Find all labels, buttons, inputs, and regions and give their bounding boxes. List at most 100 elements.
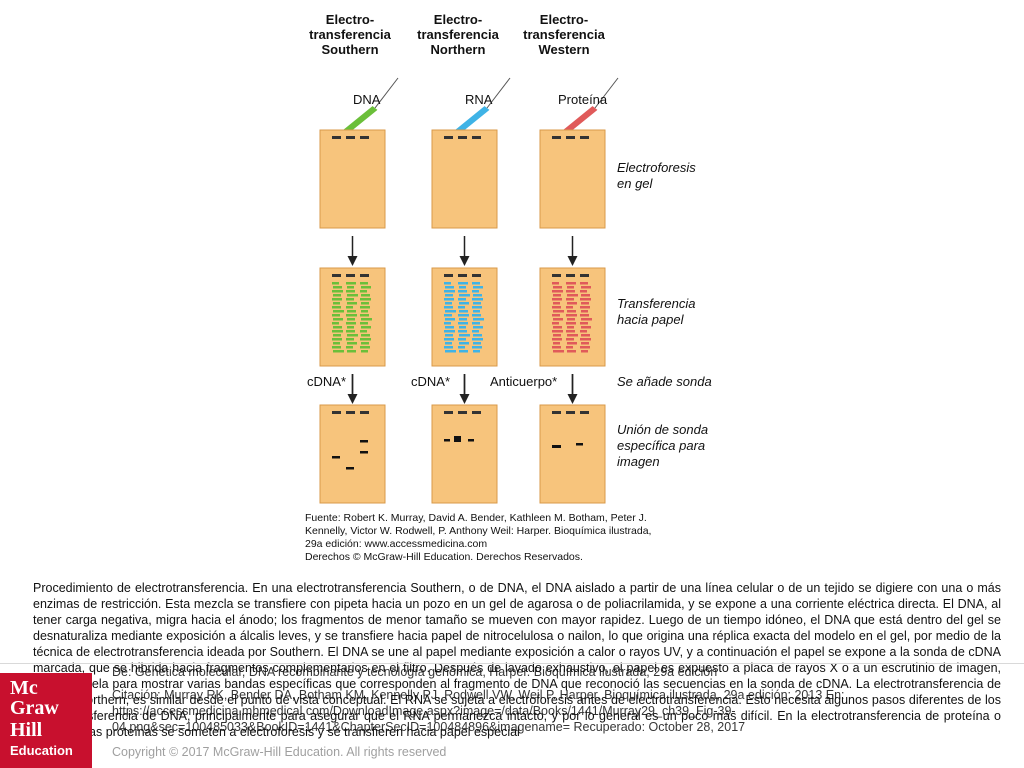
band-northern-0-7 (445, 310, 456, 313)
band-western-0-6 (552, 306, 561, 309)
band-northern-1-14 (458, 338, 466, 341)
band-northern-2-3 (473, 294, 482, 297)
band-northern-1-11 (459, 326, 466, 329)
well-southern-2-1 (346, 411, 355, 414)
hit-western-1 (552, 445, 561, 448)
gel-southern-0 (319, 129, 386, 229)
hit-southern-1 (360, 440, 368, 443)
band-northern-1-13 (459, 334, 470, 337)
band-western-2-2 (580, 290, 587, 293)
band-northern-0-12 (444, 330, 455, 333)
citation-copyright: Copyright © 2017 McGraw-Hill Education. … (112, 745, 447, 759)
band-northern-0-17 (445, 350, 456, 353)
well-western-0-2 (580, 136, 589, 139)
band-northern-2-6 (472, 306, 482, 309)
band-southern-1-5 (347, 302, 357, 305)
band-southern-0-16 (332, 346, 341, 349)
band-southern-1-15 (347, 342, 357, 345)
band-southern-1-9 (347, 318, 355, 321)
band-northern-0-0 (444, 282, 451, 285)
band-western-1-16 (566, 346, 573, 349)
band-western-2-5 (581, 302, 589, 305)
band-southern-2-6 (360, 306, 370, 309)
band-western-0-10 (552, 322, 559, 325)
band-southern-2-0 (360, 282, 368, 285)
probe-northern: cDNA* (411, 374, 451, 389)
band-southern-2-1 (361, 286, 371, 289)
band-southern-1-11 (347, 326, 354, 329)
band-western-2-13 (581, 334, 590, 337)
well-northern-2-1 (458, 411, 467, 414)
band-western-1-17 (567, 350, 576, 353)
band-southern-0-0 (332, 282, 339, 285)
footer-divider (0, 663, 1024, 664)
band-northern-1-0 (458, 282, 468, 285)
band-northern-2-16 (472, 346, 482, 349)
band-northern-0-13 (445, 334, 453, 337)
band-northern-2-4 (472, 298, 483, 301)
band-western-1-6 (566, 306, 573, 309)
band-western-2-15 (581, 342, 589, 345)
band-southern-1-17 (347, 350, 356, 353)
band-southern-0-8 (332, 314, 340, 317)
well-western-2-0 (552, 411, 561, 414)
band-southern-2-15 (361, 342, 369, 345)
band-southern-2-12 (360, 330, 367, 333)
band-northern-0-5 (445, 302, 452, 305)
band-northern-2-7 (473, 310, 480, 313)
band-western-1-2 (566, 290, 575, 293)
molecule-protein: Proteína (558, 92, 608, 107)
band-southern-0-2 (332, 290, 343, 293)
band-southern-0-11 (333, 326, 342, 329)
band-western-1-13 (567, 334, 578, 337)
band-northern-2-10 (472, 322, 480, 325)
band-southern-2-17 (361, 350, 368, 353)
band-western-0-5 (553, 302, 560, 305)
band-northern-0-14 (444, 338, 454, 341)
band-southern-0-4 (332, 298, 342, 301)
well-northern-2-2 (472, 411, 481, 414)
band-western-2-10 (580, 322, 588, 325)
band-southern-1-2 (346, 290, 355, 293)
band-southern-2-10 (360, 322, 368, 325)
well-western-2-2 (580, 411, 589, 414)
band-northern-2-5 (473, 302, 481, 305)
band-western-0-8 (552, 314, 560, 317)
well-northern-1-0 (444, 274, 453, 277)
well-southern-2-2 (360, 411, 369, 414)
band-northern-2-13 (473, 334, 482, 337)
band-northern-2-17 (473, 350, 480, 353)
band-western-0-2 (552, 290, 563, 293)
molecule-rna: RNA (465, 92, 493, 107)
citation-overlay: De: Genética molecular, DNA recombinante… (0, 663, 1024, 768)
band-northern-2-1 (473, 286, 483, 289)
blotting-figure: Electro- transferencia Southern Electro-… (295, 0, 720, 565)
well-western-1-0 (552, 274, 561, 277)
band-western-2-1 (581, 286, 591, 289)
band-western-2-7 (581, 310, 588, 313)
hit-northern-1 (444, 439, 450, 442)
band-northern-0-9 (445, 318, 455, 321)
step-transfer: Transferencia hacia papel (617, 296, 696, 327)
band-northern-2-2 (472, 290, 479, 293)
band-western-1-10 (566, 322, 576, 325)
band-southern-1-0 (346, 282, 356, 285)
band-northern-2-0 (472, 282, 480, 285)
band-southern-0-6 (332, 306, 341, 309)
band-northern-1-10 (458, 322, 468, 325)
band-western-1-11 (567, 326, 574, 329)
well-northern-0-1 (458, 136, 467, 139)
band-western-1-0 (566, 282, 576, 285)
well-northern-0-0 (444, 136, 453, 139)
band-southern-2-3 (361, 294, 370, 297)
band-southern-0-17 (333, 350, 344, 353)
band-northern-2-12 (472, 330, 479, 333)
band-western-2-9 (581, 318, 592, 321)
band-western-0-7 (553, 310, 564, 313)
well-southern-1-1 (346, 274, 355, 277)
band-northern-1-3 (459, 294, 470, 297)
title-western: Electro- transferencia Western (523, 12, 605, 57)
band-northern-1-9 (459, 318, 467, 321)
band-southern-0-13 (333, 334, 341, 337)
band-northern-0-1 (445, 286, 454, 289)
